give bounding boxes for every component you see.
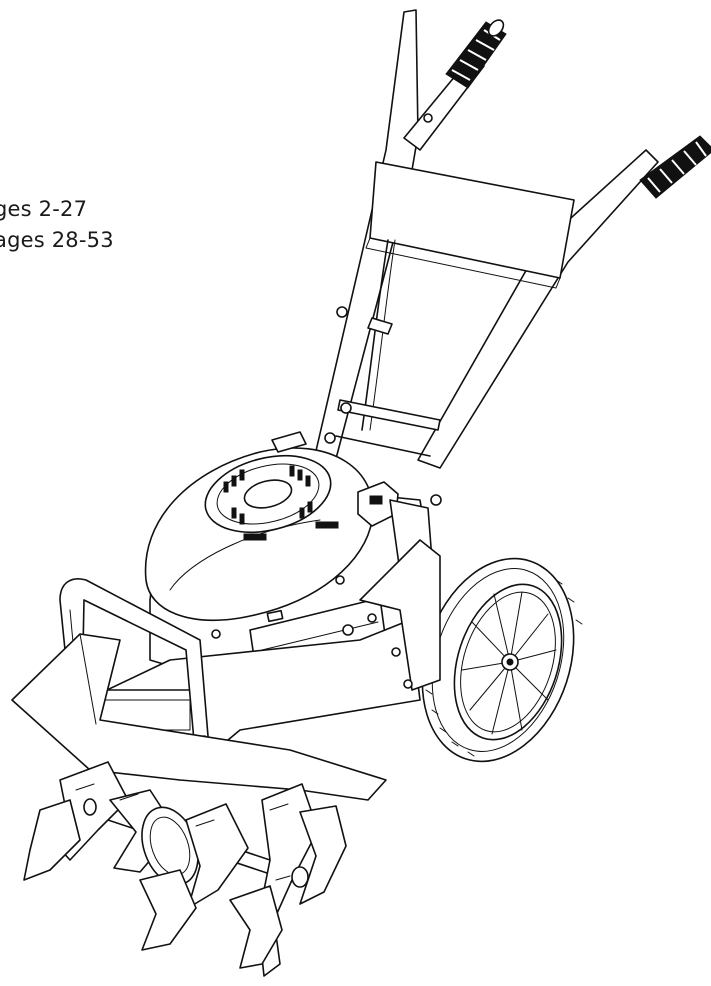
left-grip bbox=[445, 19, 507, 89]
handle-assembly bbox=[311, 9, 711, 506]
page-range-english: ges 2-27 bbox=[0, 197, 88, 221]
right-grip bbox=[639, 135, 711, 199]
page-range-second-language: ages 28-53 bbox=[0, 228, 114, 252]
tine-shield bbox=[11, 633, 387, 801]
throttle-lever bbox=[367, 317, 393, 335]
tines bbox=[23, 761, 347, 977]
starter-handle bbox=[271, 431, 307, 453]
handle-shield-panel bbox=[369, 161, 575, 279]
